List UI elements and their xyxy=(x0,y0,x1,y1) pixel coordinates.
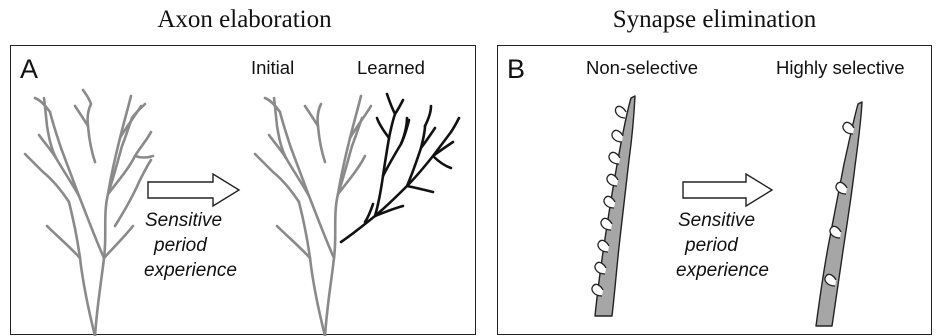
arrow-label-b-line-2: period xyxy=(685,233,738,258)
arrow-label-line-1: Sensitive xyxy=(145,208,222,233)
panel-b-heading: Synapse elimination xyxy=(497,6,932,34)
dendrite-highly-selective xyxy=(816,102,862,326)
experience-arrow-a xyxy=(148,174,239,206)
panel-a-drawing xyxy=(11,46,477,336)
panel-a-heading: Axon elaboration xyxy=(12,6,477,34)
arrow-label-b-line-1: Sensitive xyxy=(678,208,755,233)
arrow-label-line-3: experience xyxy=(144,258,237,283)
experience-arrow-b xyxy=(683,174,772,206)
dendrite-non-selective xyxy=(592,96,635,316)
panel-b-synapse-elimination: B Non-selective Highly selective xyxy=(497,45,932,335)
arrow-label-line-2: period xyxy=(154,233,207,258)
panel-b-drawing xyxy=(498,46,933,336)
initial-axon-arbor-left xyxy=(25,90,153,336)
initial-axon-arbor-right xyxy=(255,96,371,336)
arrow-label-b-line-3: experience xyxy=(676,258,769,283)
panel-a-axon-elaboration: A Initial Learned xyxy=(10,45,476,335)
